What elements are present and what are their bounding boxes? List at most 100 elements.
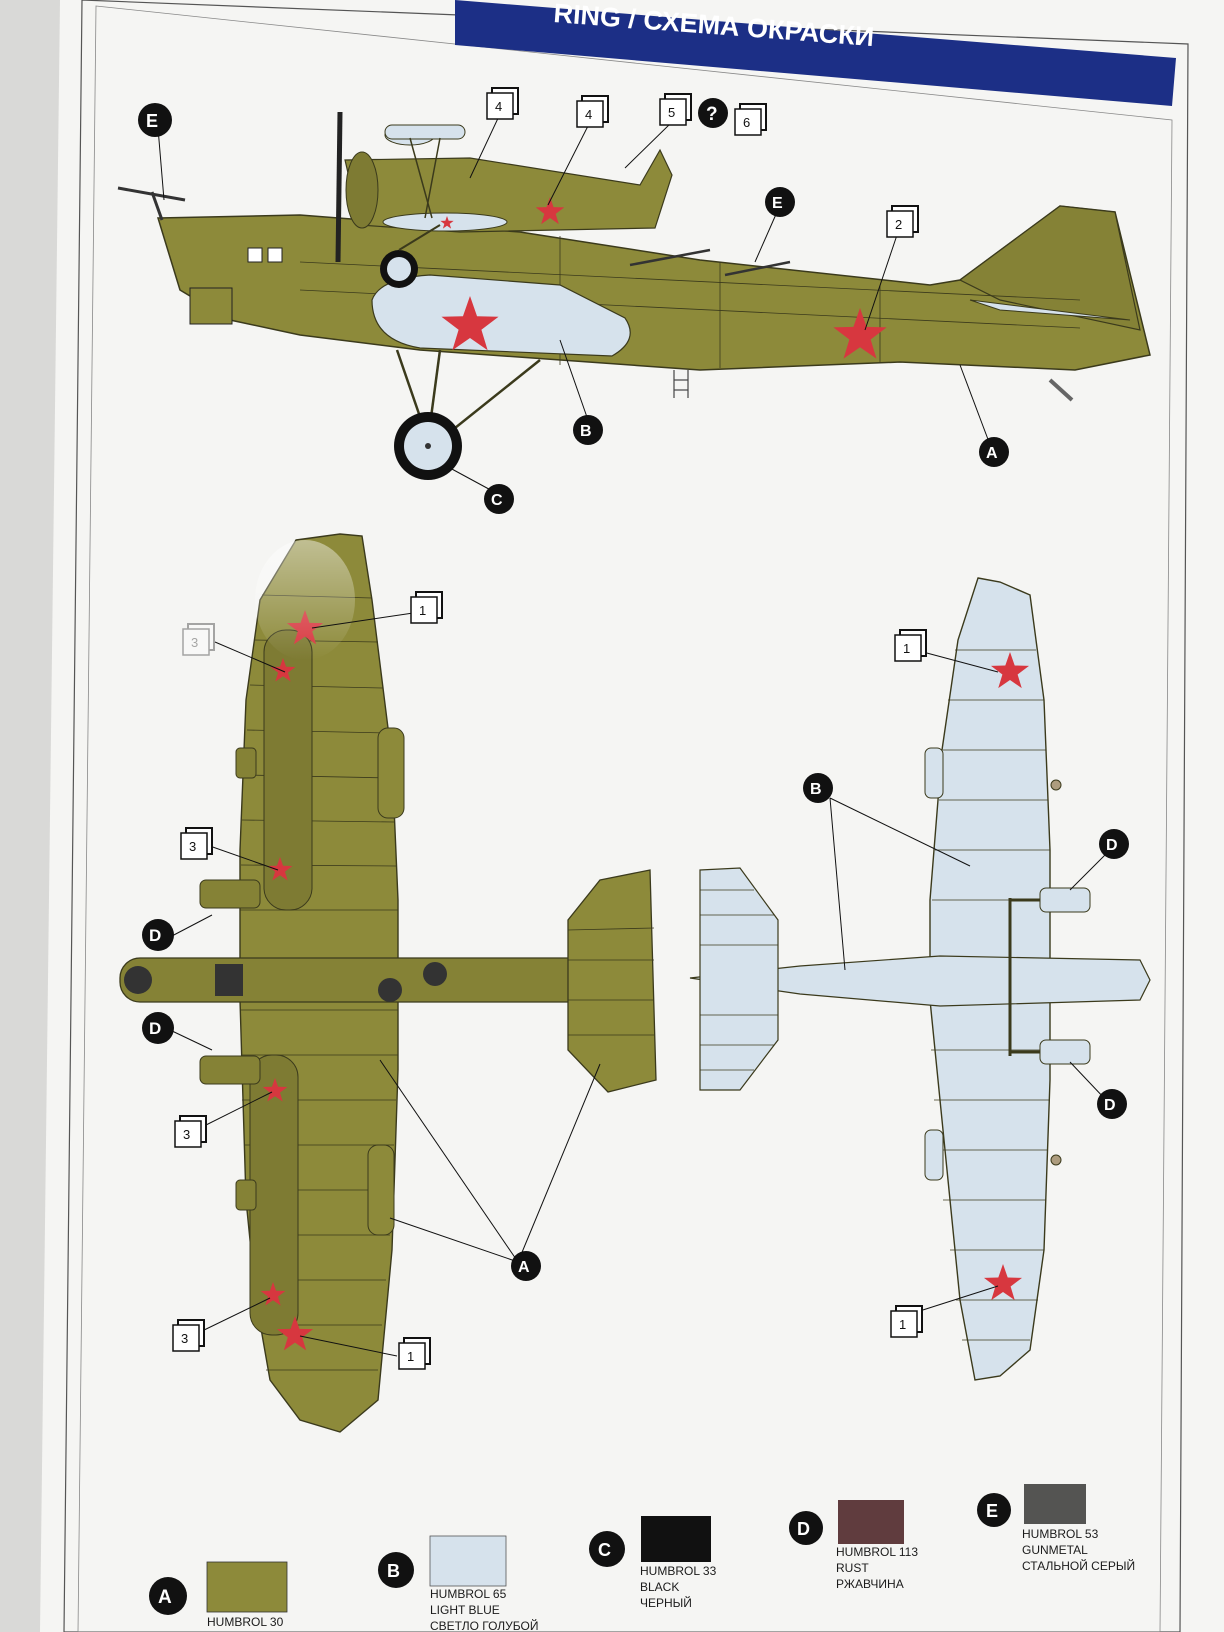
legend-item-b: B HUMBROL 65 LIGHT BLUE СВЕТЛО ГОЛУБОЙ xyxy=(378,1535,539,1632)
callout-badge-e: E xyxy=(765,187,795,217)
side-window xyxy=(267,247,283,263)
svg-text:B: B xyxy=(580,423,592,440)
top-engines xyxy=(199,747,261,1211)
callout-box-1: 1 xyxy=(890,1305,923,1338)
svg-text:1: 1 xyxy=(899,1317,906,1332)
svg-text:D: D xyxy=(797,1519,810,1539)
svg-text:D: D xyxy=(149,926,161,945)
svg-text:СВЕТЛО ГОЛУБОЙ: СВЕТЛО ГОЛУБОЙ xyxy=(430,1618,539,1632)
inner-border xyxy=(77,5,1173,1632)
svg-text:HUMBROL 65: HUMBROL 65 xyxy=(430,1587,507,1601)
side-leader-lines xyxy=(157,113,993,495)
svg-text:HUMBROL 33: HUMBROL 33 xyxy=(640,1564,717,1578)
brush-icon xyxy=(589,1531,625,1567)
callout-badge-a: A xyxy=(511,1251,541,1281)
swatch-humbrol-30 xyxy=(206,1561,288,1613)
callout-box-1: 1 xyxy=(410,591,443,624)
side-parasite-fighter xyxy=(335,111,673,288)
brush-icon xyxy=(378,1552,414,1588)
svg-text:3: 3 xyxy=(181,1331,188,1346)
swatch-humbrol-53 xyxy=(1024,1484,1086,1524)
top-view-callouts: 1 3 3 D D 3 3 xyxy=(142,591,541,1370)
paint-legend: A HUMBROL 30 B HUMBROL 65 LIGHT BLUE СВЕ… xyxy=(149,1484,1135,1632)
svg-text:3: 3 xyxy=(189,839,196,854)
side-view-aircraft xyxy=(117,186,1151,480)
callout-box-1: 1 xyxy=(894,629,927,662)
legend-item-c: C HUMBROL 33 BLACK ЧЕРНЫЙ xyxy=(589,1516,717,1610)
top-tailplane xyxy=(567,869,657,1093)
callout-badge-b: B xyxy=(573,415,603,445)
svg-text:B: B xyxy=(810,781,822,798)
callout-box-3: 3 xyxy=(172,1319,205,1352)
svg-text:D: D xyxy=(1106,837,1118,854)
svg-text:C: C xyxy=(491,492,503,509)
side-tailplane xyxy=(969,299,1131,321)
side-view-callouts: E 4 4 5 ? 6 E xyxy=(138,87,1009,514)
top-view-aircraft xyxy=(119,533,657,1433)
top-nose-turret xyxy=(124,966,152,994)
callout-box-5: 5 xyxy=(659,93,692,126)
plan-leader-lines xyxy=(169,611,1107,1357)
question-mark-icon: ? xyxy=(698,98,728,128)
bottom-engines xyxy=(1039,887,1091,1065)
callout-box-3-faded: 3 xyxy=(182,623,215,656)
swatch-humbrol-113 xyxy=(838,1500,904,1544)
svg-text:6: 6 xyxy=(743,115,750,130)
swatch-humbrol-33 xyxy=(641,1516,711,1562)
svg-text:C: C xyxy=(598,1540,611,1560)
bottom-landing-gear xyxy=(1008,898,1040,1056)
svg-text:HUMBROL 30: HUMBROL 30 xyxy=(207,1615,284,1629)
callout-badge-d: D xyxy=(142,919,174,951)
side-nose-gun xyxy=(117,186,186,221)
svg-text:D: D xyxy=(149,1019,161,1038)
svg-text:A: A xyxy=(986,445,998,462)
side-dorsal-guns xyxy=(629,248,791,277)
callout-box-3: 3 xyxy=(180,827,213,860)
svg-text:?: ? xyxy=(706,104,718,125)
bottom-view-callouts: 1 B D D 1 xyxy=(803,629,1129,1338)
callout-box-1: 1 xyxy=(398,1337,431,1370)
side-nose-glazing xyxy=(189,287,233,325)
svg-text:E: E xyxy=(146,111,158,131)
callout-badge-c: C xyxy=(484,484,514,514)
legend-item-e: E HUMBROL 53 GUNMETAL СТАЛЬНОЙ СЕРЫЙ xyxy=(977,1484,1135,1573)
svg-text:HUMBROL 53: HUMBROL 53 xyxy=(1022,1527,1099,1541)
svg-text:СТАЛЬНОЙ СЕРЫЙ: СТАЛЬНОЙ СЕРЫЙ xyxy=(1022,1558,1135,1573)
svg-text:5: 5 xyxy=(668,105,675,120)
callout-badge-d: D xyxy=(1099,829,1129,859)
svg-text:ЧЕРНЫЙ: ЧЕРНЫЙ xyxy=(640,1595,692,1610)
svg-text:E: E xyxy=(986,1501,998,1521)
brush-icon xyxy=(789,1511,823,1545)
callout-box-3: 3 xyxy=(174,1115,207,1148)
callout-badge-d: D xyxy=(1097,1089,1127,1119)
svg-text:RUST: RUST xyxy=(836,1561,869,1575)
svg-text:1: 1 xyxy=(407,1349,414,1364)
fighter-propeller xyxy=(335,111,343,263)
callout-badge-a: A xyxy=(979,437,1009,467)
svg-text:A: A xyxy=(518,1259,530,1276)
bottom-wing-ribs xyxy=(931,649,1050,1341)
callout-box-6: 6 xyxy=(734,103,767,136)
svg-text:3: 3 xyxy=(183,1127,190,1142)
svg-text:4: 4 xyxy=(495,99,502,114)
svg-text:BLACK: BLACK xyxy=(640,1580,679,1594)
svg-text:1: 1 xyxy=(903,641,910,656)
side-window xyxy=(247,247,263,263)
callout-badge-e: E xyxy=(138,103,172,137)
callout-badge-b: B xyxy=(803,773,833,803)
swatch-humbrol-65 xyxy=(429,1535,507,1587)
svg-text:A: A xyxy=(158,1587,172,1608)
callout-box-4: 4 xyxy=(486,87,519,120)
svg-text:B: B xyxy=(387,1561,400,1581)
svg-text:1: 1 xyxy=(419,603,426,618)
svg-text:4: 4 xyxy=(585,107,592,122)
bottom-tailplane xyxy=(699,867,779,1091)
callout-box-2: 2 xyxy=(886,205,919,238)
legend-item-a: A HUMBROL 30 xyxy=(149,1561,288,1629)
bottom-view-aircraft xyxy=(689,577,1151,1381)
callout-box-4: 4 xyxy=(576,95,609,128)
svg-text:3: 3 xyxy=(191,635,198,650)
bottom-fuselage xyxy=(689,955,1151,1007)
svg-text:РЖАВЧИНА: РЖАВЧИНА xyxy=(836,1577,904,1591)
